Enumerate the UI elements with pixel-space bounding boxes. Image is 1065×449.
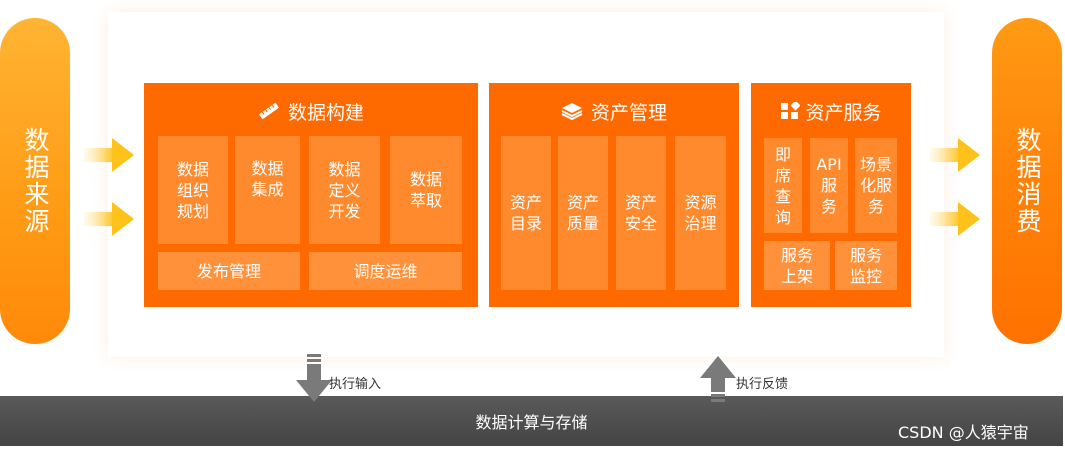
build-publish: 发布管理 bbox=[158, 252, 300, 290]
right-arrows bbox=[930, 138, 980, 236]
layers-icon bbox=[561, 103, 583, 120]
arrow-right-icon bbox=[84, 138, 134, 172]
data-source-label: 数据来源 bbox=[21, 127, 50, 235]
watermark: CSDN @人猿宇宙 bbox=[898, 423, 1029, 442]
arrow-up-icon bbox=[700, 356, 736, 402]
left-arrows bbox=[84, 138, 134, 236]
build-item-2: 数据 集成 bbox=[235, 136, 300, 244]
arrow-down-icon bbox=[296, 354, 332, 402]
service-item-3: 场景 化服 务 bbox=[855, 138, 897, 233]
arrow-right-icon bbox=[84, 202, 134, 236]
build-item-3: 数据 定义 开发 bbox=[309, 136, 380, 244]
panel-service-title: 资产服务 bbox=[751, 96, 911, 126]
service-monitor: 服务 监控 bbox=[835, 241, 897, 290]
grid-blocks-icon bbox=[781, 102, 801, 119]
data-consume-label: 数据消费 bbox=[1013, 127, 1042, 235]
asset-item-3: 资产 安全 bbox=[616, 136, 666, 290]
service-publish: 服务 上架 bbox=[764, 241, 830, 290]
data-consume-pill: 数据消费 bbox=[992, 18, 1062, 344]
panel-data-build-title: 数据构建 bbox=[144, 96, 478, 126]
asset-title-text: 资产管理 bbox=[590, 101, 667, 124]
execute-feedback-label: 执行反馈 bbox=[736, 377, 789, 392]
service-item-2: API 服 务 bbox=[810, 138, 848, 233]
build-item-1: 数据 组织 规划 bbox=[158, 136, 228, 244]
build-item-4: 数据 萃取 bbox=[390, 136, 462, 244]
data-source-pill: 数据来源 bbox=[0, 18, 70, 344]
compute-storage-bar: 数据计算与存储 bbox=[0, 396, 1063, 446]
arrow-right-icon bbox=[930, 202, 980, 236]
panel-asset-title: 资产管理 bbox=[489, 96, 739, 126]
asset-item-2: 资产 质量 bbox=[558, 136, 608, 290]
asset-item-4: 资源 治理 bbox=[675, 136, 726, 290]
pencil-ruler-icon bbox=[259, 102, 279, 120]
arrow-right-icon bbox=[930, 138, 980, 172]
compute-storage-label: 数据计算与存储 bbox=[475, 413, 588, 432]
service-item-1: 即 席 查 询 bbox=[764, 138, 802, 233]
build-schedule: 调度运维 bbox=[309, 252, 462, 290]
asset-item-1: 资产 目录 bbox=[501, 136, 551, 290]
service-title-text: 资产服务 bbox=[805, 101, 882, 124]
build-title-text: 数据构建 bbox=[287, 101, 364, 124]
execute-input-label: 执行输入 bbox=[329, 377, 382, 392]
